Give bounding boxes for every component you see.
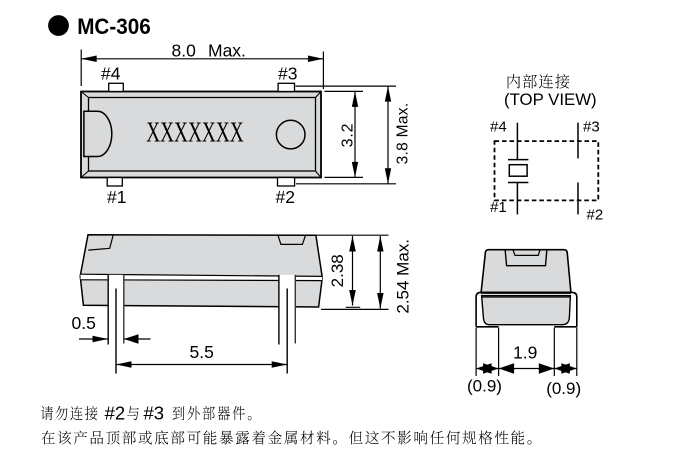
svg-text:#4: #4 xyxy=(490,119,507,136)
svg-text:#4: #4 xyxy=(101,64,121,84)
svg-text:2.54 Max.: 2.54 Max. xyxy=(394,239,413,314)
svg-text:8.0: 8.0 xyxy=(172,41,197,61)
svg-text:#3: #3 xyxy=(278,64,297,84)
svg-text:MC-306: MC-306 xyxy=(77,13,151,39)
svg-text:3.8 Max.: 3.8 Max. xyxy=(395,103,412,165)
svg-text:#2: #2 xyxy=(105,403,126,424)
svg-text:#3: #3 xyxy=(583,119,600,136)
svg-text:XXXXXXX: XXXXXXX xyxy=(146,117,244,149)
svg-text:Max.: Max. xyxy=(208,41,246,61)
svg-text:(TOP VIEW): (TOP VIEW) xyxy=(504,90,597,109)
svg-text:#1: #1 xyxy=(490,199,507,216)
svg-text:#2: #2 xyxy=(276,187,295,207)
svg-text:(0.9): (0.9) xyxy=(467,377,502,396)
svg-text:#2: #2 xyxy=(587,206,604,223)
svg-text:#1: #1 xyxy=(107,187,126,207)
svg-text:0.5: 0.5 xyxy=(72,313,96,333)
svg-text:3.2: 3.2 xyxy=(340,123,357,148)
svg-text:2.38: 2.38 xyxy=(328,254,347,287)
svg-text:5.5: 5.5 xyxy=(190,342,214,362)
svg-text:1.9: 1.9 xyxy=(513,343,537,363)
svg-text:#3: #3 xyxy=(144,403,165,424)
svg-text:(0.9): (0.9) xyxy=(546,379,581,398)
